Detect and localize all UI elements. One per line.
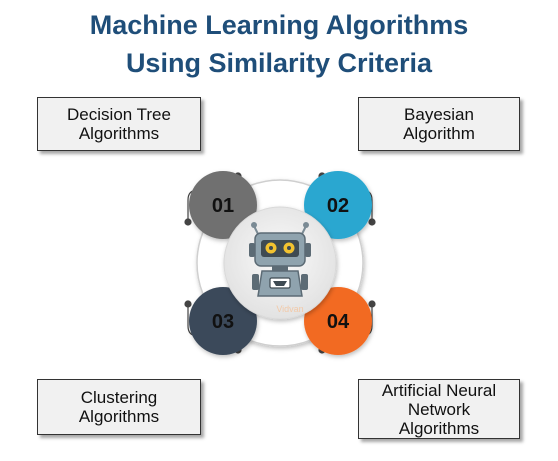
label-box-clustering: Clustering Algorithms	[37, 379, 201, 435]
label-line: Algorithms	[78, 407, 160, 426]
label-line: Decision Tree	[67, 105, 171, 124]
item-number-03: 03	[212, 311, 234, 333]
label-box-neural-network: Artificial Neural Network Algorithms	[358, 379, 520, 439]
item-circle-02: 02	[304, 171, 372, 239]
item-number-01: 01	[212, 195, 234, 217]
label-line: Algorithms	[78, 124, 160, 143]
item-number-04: 04	[327, 311, 350, 333]
label-line: Bayesian	[404, 105, 474, 124]
watermark-text: Vidvan	[276, 304, 303, 314]
label-box-decision-tree: Decision Tree Algorithms	[37, 97, 201, 151]
label-line: Artificial Neural	[381, 380, 497, 400]
robot-icon	[249, 222, 311, 297]
title-line-2: Using Similarity Criteria	[125, 48, 433, 78]
label-line: Algorithms	[398, 418, 480, 438]
title-line-1: Machine Learning Algorithms	[89, 10, 469, 40]
item-circle-03: 03	[189, 287, 257, 355]
label-line: Clustering	[80, 388, 158, 407]
label-line: Algorithm	[403, 124, 475, 143]
label-line: Network	[407, 399, 471, 419]
label-box-bayesian: Bayesian Algorithm	[358, 97, 520, 151]
item-number-02: 02	[327, 195, 349, 217]
item-circle-01: 01	[189, 171, 257, 239]
page-title: Machine Learning Algorithms Using Simila…	[0, 6, 558, 82]
item-circle-04: 04	[304, 287, 372, 355]
